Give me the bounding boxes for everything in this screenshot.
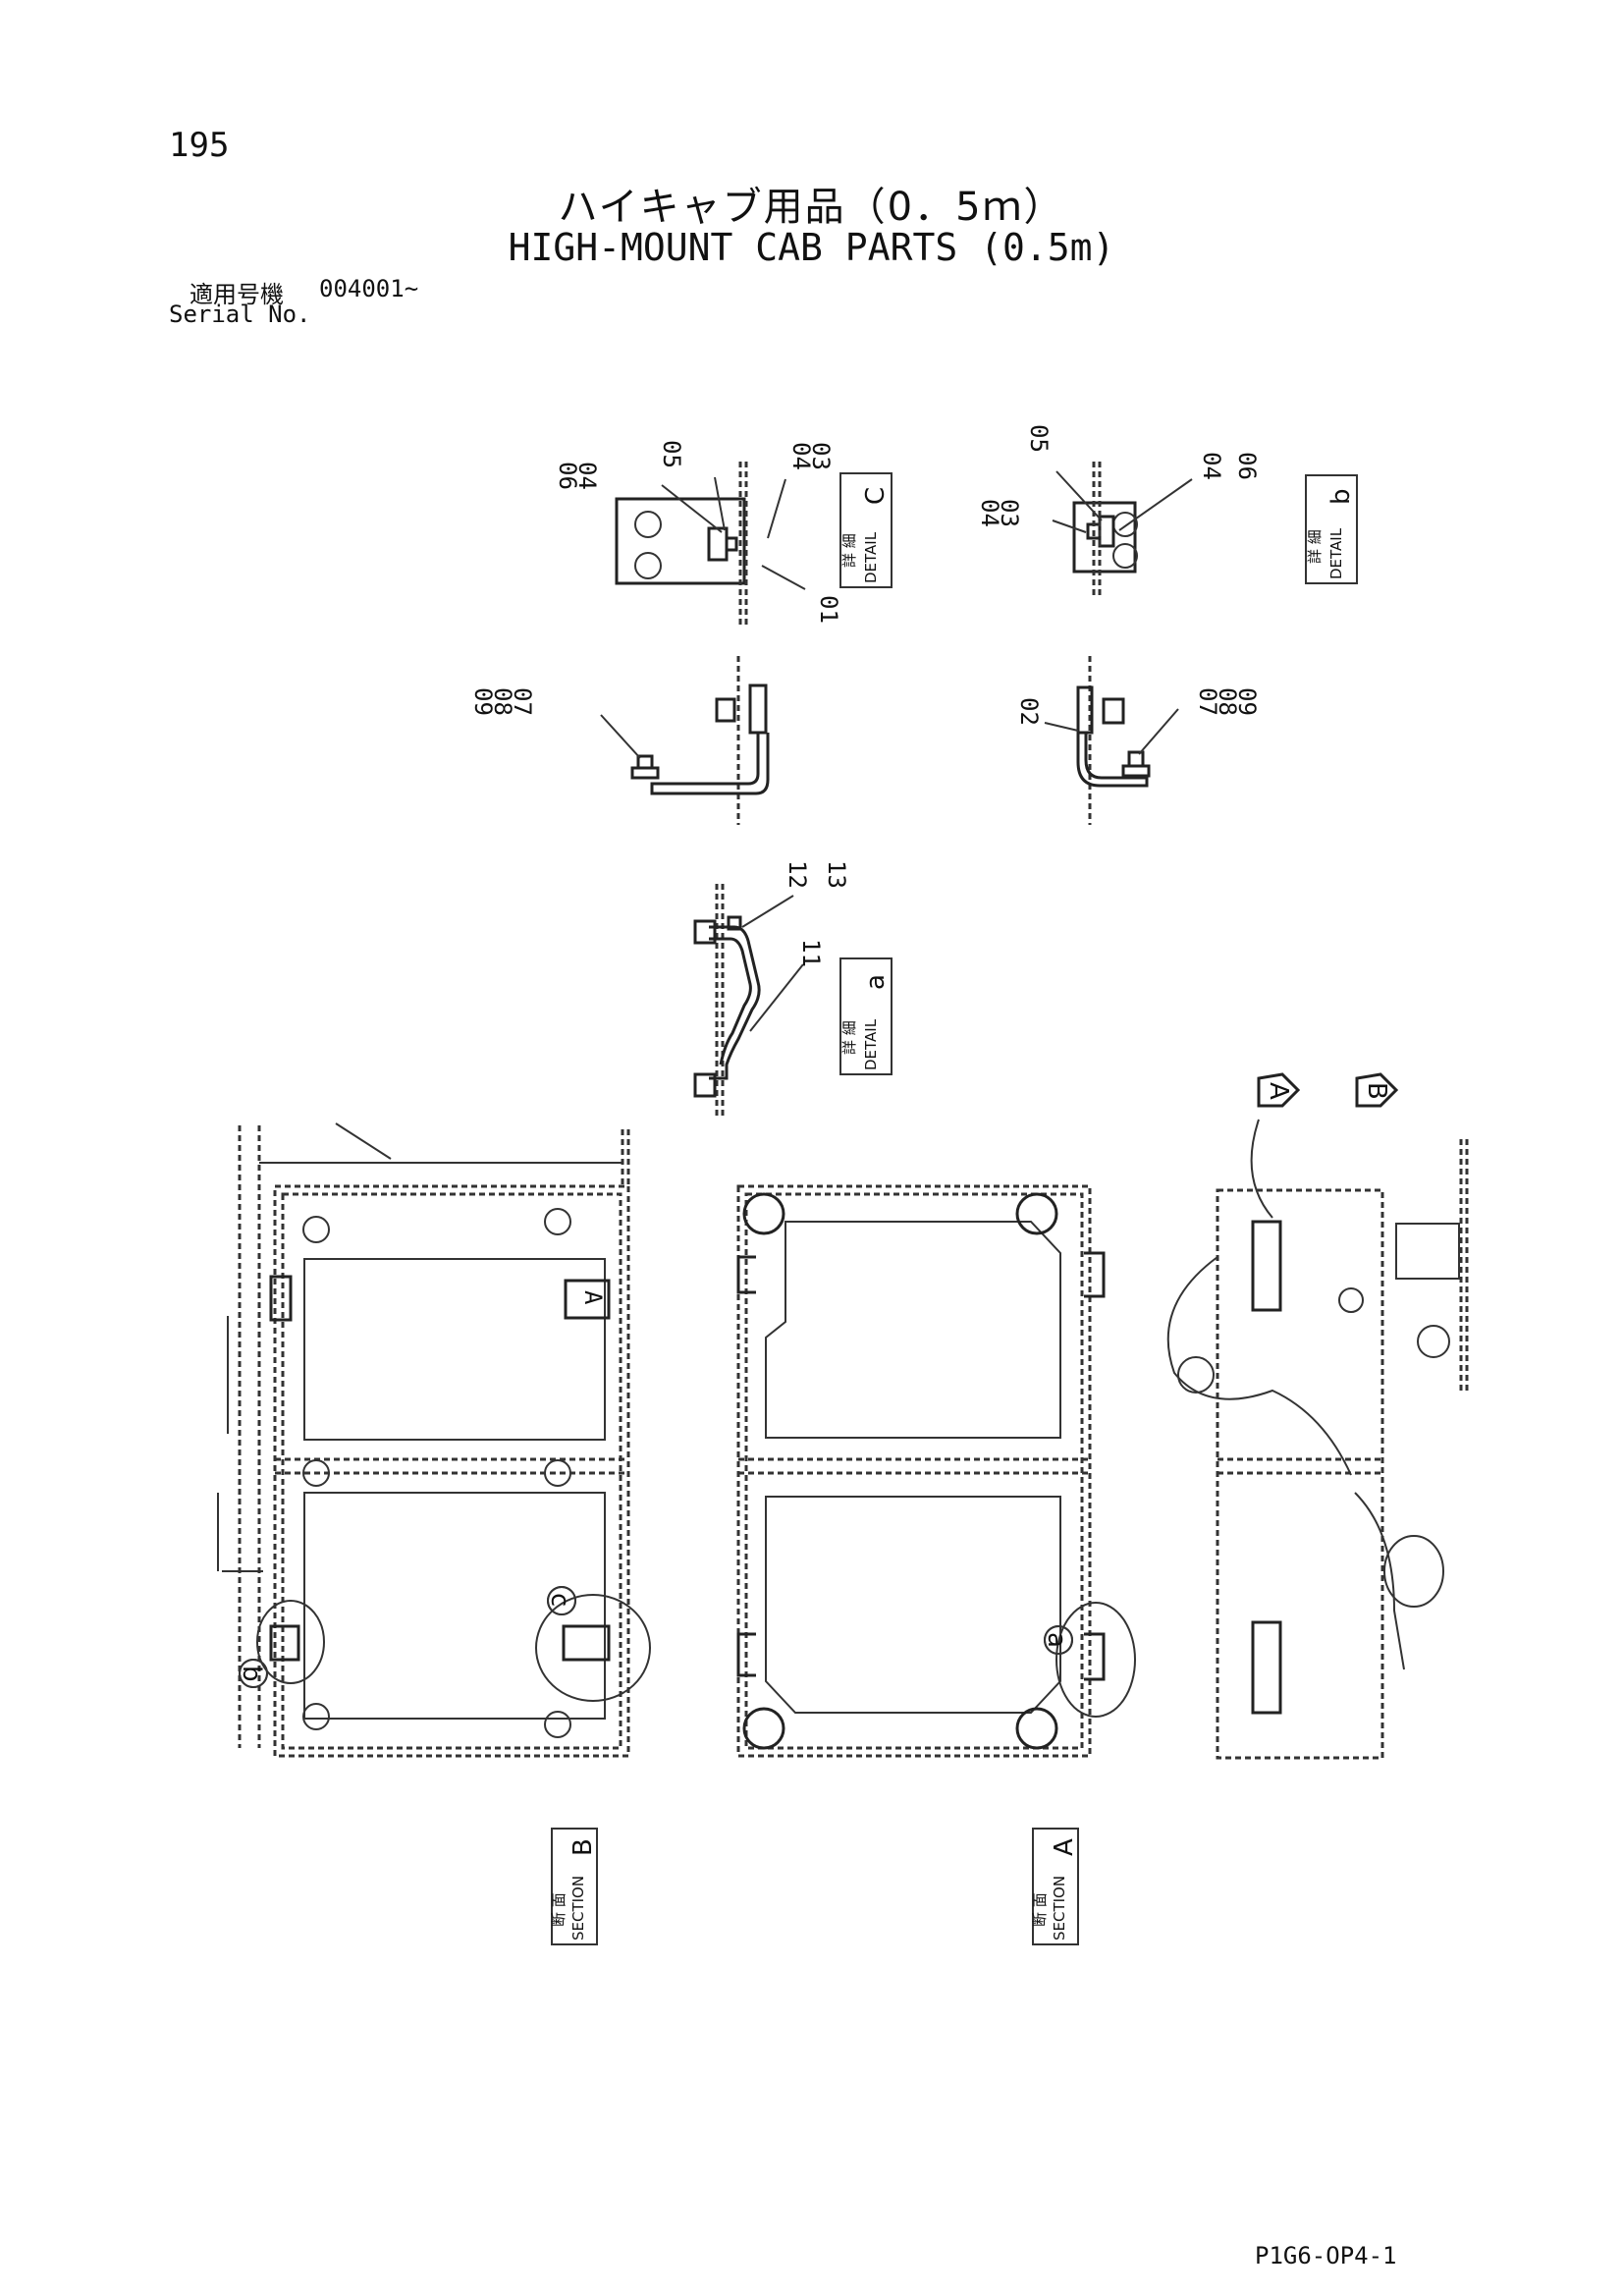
- circle-ref-letter: c: [545, 1593, 574, 1607]
- bracket-right-drawing: [1044, 656, 1179, 825]
- tag-english: DETAIL: [1327, 527, 1345, 579]
- view-arrow-a: A: [1257, 1072, 1301, 1108]
- serial-label-english: Serial No.: [169, 301, 311, 328]
- callout-label: 04: [573, 462, 601, 490]
- callout-label: 06: [1233, 452, 1261, 480]
- tag-english: SECTION: [569, 1876, 587, 1941]
- section-a-tag: 断 面 SECTION A: [1031, 1828, 1079, 1945]
- detail-b-tag: 詳 細 DETAIL b: [1305, 474, 1358, 584]
- callout-label: 08: [489, 687, 516, 716]
- tag-japanese: 断 面: [1031, 1892, 1049, 1927]
- tag-english: DETAIL: [862, 531, 880, 583]
- bracket-left-callouts: 09 08 07: [469, 687, 536, 716]
- callout-label: 05: [1025, 424, 1053, 453]
- callout-label: 08: [1214, 687, 1241, 716]
- circle-ref-b: b: [237, 1659, 268, 1688]
- section-b-tag: 断 面 SECTION B: [550, 1828, 598, 1945]
- side-view: [1166, 1119, 1469, 1760]
- circle-ref-letter: b: [237, 1666, 266, 1682]
- view-arrow-letter: A: [1264, 1082, 1293, 1100]
- tag-japanese: 断 面: [550, 1892, 568, 1927]
- view-arrow-letter: B: [1362, 1082, 1391, 1100]
- detail-b-callouts: 05 04 03 04 06: [976, 424, 1261, 527]
- callout-label: 02: [1015, 697, 1043, 726]
- section-a-view: [736, 1184, 1136, 1758]
- footer-drawing-code: P1G6-OP4-1: [1255, 2242, 1397, 2269]
- section-b-view: [217, 1122, 651, 1758]
- circle-ref-c: c: [545, 1586, 576, 1615]
- callout-label: 04: [1198, 452, 1225, 480]
- serial-value: 004001~: [319, 275, 419, 302]
- view-arrow-b: B: [1355, 1072, 1399, 1108]
- callout-label: 01: [815, 595, 842, 624]
- page-title-japanese: ハイキャブ用品（0．5ｍ）: [558, 185, 1065, 230]
- bracket-left-drawing: [600, 656, 770, 825]
- detail-a-callouts: 12 13 11: [784, 860, 850, 967]
- tag-japanese: 詳 細: [1306, 529, 1324, 564]
- callout-label: 03: [807, 442, 835, 470]
- tag-japanese: 詳 細: [840, 1020, 858, 1055]
- tag-letter: C: [861, 487, 891, 505]
- detail-a-drawing: [693, 884, 804, 1120]
- detail-a-tag: 詳 細 DETAIL a: [839, 957, 893, 1075]
- callout-label: 04: [976, 499, 1003, 527]
- callout-label: 06: [554, 462, 581, 490]
- serial-label-japanese: 適用号機: [189, 281, 284, 308]
- detail-b-drawing: [1052, 462, 1193, 599]
- callout-label: 07: [1194, 687, 1221, 716]
- tag-letter: A: [1050, 1838, 1079, 1856]
- callout-label: 09: [469, 687, 497, 716]
- callout-label: 03: [996, 499, 1023, 527]
- callout-label: 07: [509, 687, 536, 716]
- detail-c-drawing: [615, 462, 806, 629]
- callout-label: 11: [797, 939, 825, 967]
- callout-label: 04: [787, 442, 815, 470]
- page-title-english: HIGH-MOUNT CAB PARTS (0.5m): [508, 226, 1115, 269]
- tag-english: DETAIL: [862, 1018, 880, 1070]
- callout-label: 09: [1233, 687, 1261, 716]
- tag-letter: B: [568, 1838, 598, 1856]
- circle-ref-a: a: [1042, 1625, 1073, 1655]
- page-number: 195: [169, 126, 230, 165]
- callout-label: 13: [823, 860, 850, 889]
- circle-ref-letter: a: [1042, 1632, 1071, 1648]
- callout-label: 12: [784, 860, 811, 889]
- tag-letter: b: [1326, 488, 1356, 505]
- detail-c-tag: 詳 細 DETAIL C: [839, 472, 893, 588]
- callout-label: 05: [658, 440, 685, 468]
- detail-c-callouts: 06 04 05 04 03 01: [554, 440, 842, 624]
- bracket-right-callouts: 02 07 08 09: [1015, 687, 1261, 726]
- tag-letter: a: [861, 974, 891, 990]
- frame-mark-a: A: [579, 1290, 607, 1305]
- tag-japanese: 詳 細: [840, 533, 858, 568]
- tag-english: SECTION: [1051, 1876, 1068, 1941]
